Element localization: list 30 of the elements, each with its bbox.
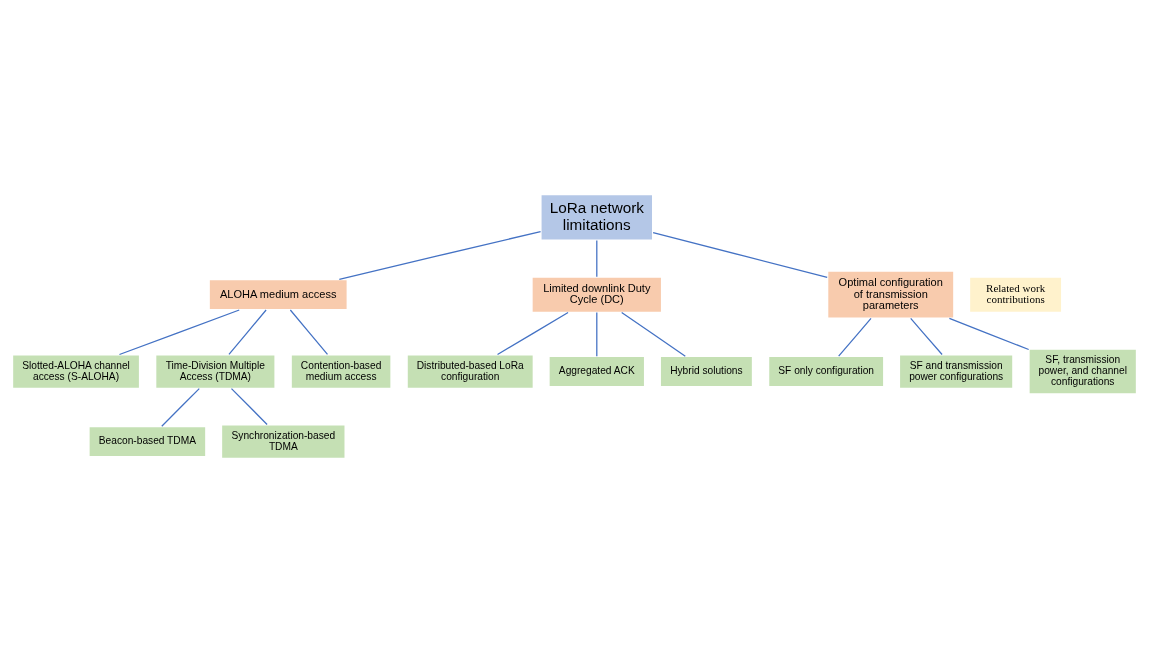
node-box: Aggregated ACK	[547, 354, 646, 388]
connector	[652, 231, 828, 278]
node-box: Related work contributions	[968, 275, 1063, 313]
connector	[910, 317, 943, 355]
connector	[228, 308, 267, 355]
connector	[838, 317, 872, 357]
connector	[161, 387, 200, 427]
node-box: Time-Division Multiple Access (TDMA)	[154, 353, 277, 389]
node-box: Contention-based medium access	[290, 353, 393, 389]
connector	[596, 239, 598, 277]
connector	[596, 311, 598, 357]
connector	[621, 311, 686, 357]
node-box: Slotted-ALOHA channel access (S-ALOHA)	[11, 353, 141, 389]
connector	[118, 308, 240, 355]
node-box: Hybrid solutions	[659, 354, 754, 388]
connector	[496, 311, 569, 355]
node-box: SF, transmission power, and channel configurations	[1027, 347, 1138, 395]
connector	[230, 387, 268, 425]
node-box: Optimal configuration of transmission parameters	[826, 269, 955, 319]
connector	[948, 317, 1030, 350]
node-box: ALOHA medium access	[208, 278, 349, 311]
node-box: Beacon-based TDMA	[87, 424, 207, 458]
node-box: Limited downlink Duty Cycle (DC)	[530, 275, 663, 313]
node-box: Distributed-based LoRa configuration	[406, 353, 535, 389]
node-box: SF and transmission power configurations	[898, 353, 1014, 389]
connector	[338, 230, 542, 280]
connector	[289, 308, 329, 355]
node-box: Synchronization-based TDMA	[220, 423, 347, 459]
node-box: LoRa network limitations	[539, 193, 654, 241]
node-box: SF only configuration	[767, 354, 885, 388]
